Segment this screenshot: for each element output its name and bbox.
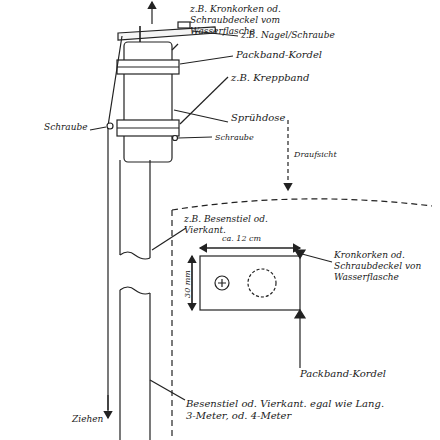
view-arrow: [287, 120, 288, 190]
can-outline: [248, 269, 276, 297]
nail: [139, 26, 141, 44]
leader-line: [302, 254, 332, 262]
part-label: Kronkorken od. Schraubdeckel von Wasserf…: [334, 250, 424, 283]
note-text: Besenstiel od. Vierkant. egal wie Lang. …: [186, 398, 386, 422]
break-mark: [120, 287, 150, 294]
screw: [107, 123, 113, 129]
pole: [120, 160, 150, 258]
nozzle: [172, 44, 178, 50]
detail-outline: [171, 210, 172, 440]
pull-arrow: [107, 395, 108, 418]
leader-line: [90, 127, 106, 130]
action-label: Ziehen: [72, 414, 112, 425]
part-label: Packband-Kordel: [236, 49, 346, 61]
part-label: z.B. Besenstiel od. Vierkant.: [184, 214, 284, 236]
view-label: Draufsicht: [294, 150, 364, 160]
part-label: z.B. Nagel/Schraube: [241, 30, 351, 41]
break-mark: [120, 252, 150, 259]
dimension-label: ca. 12 cm: [222, 234, 282, 244]
cord-line: [299, 318, 300, 368]
part-label: Schraube: [44, 122, 104, 133]
tape-band: [117, 60, 179, 74]
dimension-line: [200, 247, 300, 248]
leader-line: [180, 56, 233, 64]
screw-cross: [218, 279, 226, 287]
cord-line: [117, 127, 179, 128]
dimension-line: [200, 247, 300, 248]
part-label: Packband-Kordel: [300, 368, 410, 380]
tape-band: [117, 120, 179, 136]
pull-cord: [108, 36, 122, 410]
dimension-label: 30 mm: [183, 264, 193, 304]
bottle-cap: [178, 22, 190, 28]
pole: [120, 290, 150, 440]
leader-line: [174, 110, 228, 122]
leader-line: [150, 380, 185, 400]
part-label: Sprühdose: [231, 112, 311, 124]
screw-head: [215, 276, 229, 290]
leader-line: [178, 137, 212, 138]
leader-line: [152, 228, 186, 250]
detail-outline: [172, 199, 432, 210]
cap-marker: [295, 310, 305, 318]
part-label: z.B. Kreppband: [231, 72, 341, 84]
push-arrow: [151, 2, 152, 24]
part-label: Schraube: [215, 133, 275, 143]
screw: [173, 136, 178, 141]
board-top-view: [200, 256, 300, 310]
cord-line: [117, 66, 179, 67]
